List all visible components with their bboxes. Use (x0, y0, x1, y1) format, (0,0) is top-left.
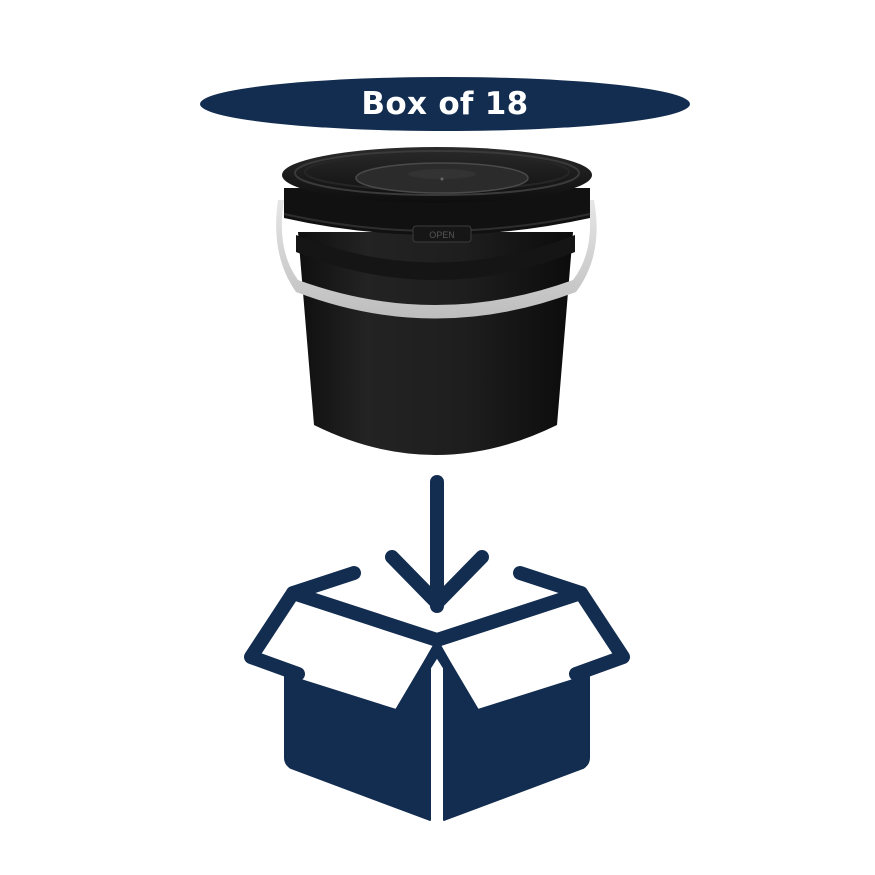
arrow-into-open-box-icon (240, 470, 640, 830)
bucket-product-image: OPEN (270, 140, 610, 470)
quantity-badge-label: Box of 18 (361, 86, 529, 122)
lid-tab-text: OPEN (429, 230, 455, 240)
quantity-badge: Box of 18 (200, 77, 690, 131)
